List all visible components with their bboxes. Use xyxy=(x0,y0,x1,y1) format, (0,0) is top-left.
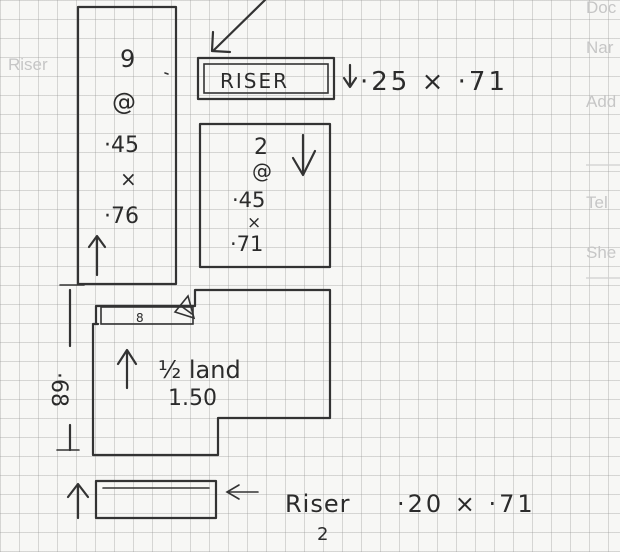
riser-top-label: RISER xyxy=(220,69,289,93)
up-arrow-icon xyxy=(116,348,138,390)
flight-9-times: × xyxy=(120,167,137,191)
flight-2-width: ·71 xyxy=(230,232,263,256)
faint-form-lines xyxy=(586,164,620,279)
half-landing: 8 ½ land 1.50 xyxy=(91,288,332,457)
landing-small-mark: 8 xyxy=(136,311,144,325)
left-arrow-icon xyxy=(225,484,259,500)
down-arrow-icon xyxy=(342,63,358,89)
flight-2-at: @ xyxy=(252,159,272,183)
flight-2-box: 2 @ ·45 × ·71 xyxy=(198,122,332,269)
faint-label-address: Add xyxy=(586,92,617,111)
faint-label-riser: Riser xyxy=(8,55,48,74)
landing-size: 1.50 xyxy=(168,386,217,411)
winder-triangle-icon xyxy=(173,294,196,320)
down-arrow-icon xyxy=(291,133,317,177)
stray-dot xyxy=(164,72,169,75)
pointer-arrow-icon xyxy=(210,0,267,54)
flight-9-box: 9 @ ·45 × ·76 xyxy=(76,5,178,286)
flight-2-times: × xyxy=(247,213,261,233)
faint-label-doc: Doc xyxy=(586,0,617,17)
flight-2-count: 2 xyxy=(254,135,268,160)
riser-bottom-dims: ·20 × ·71 xyxy=(397,490,536,518)
landing-label: ½ land xyxy=(158,356,241,384)
riser-bottom: Riser 2 ·20 × ·71 xyxy=(66,479,536,545)
side-dimension-value: ·68 xyxy=(46,372,71,407)
flight-9-at: @ xyxy=(112,88,136,116)
flight-9-going: ·45 xyxy=(104,133,139,158)
faint-label-tel: Tel xyxy=(586,193,608,212)
flight-2-going: ·45 xyxy=(232,188,265,212)
riser-bottom-count: 2 xyxy=(317,524,328,545)
side-dimension: ·68 xyxy=(46,284,85,452)
up-arrow-icon xyxy=(87,234,107,277)
faint-label-sheet: She xyxy=(586,243,617,262)
riser-bottom-label: Riser xyxy=(285,490,350,518)
flight-9-count: 9 xyxy=(120,45,135,73)
riser-top: RISER ·25 × ·71 xyxy=(196,56,508,101)
up-arrow-icon xyxy=(66,482,90,520)
faint-label-name: Nar xyxy=(586,38,614,57)
flight-9-width: ·76 xyxy=(104,204,139,229)
riser-top-dims: ·25 × ·71 xyxy=(360,67,508,97)
